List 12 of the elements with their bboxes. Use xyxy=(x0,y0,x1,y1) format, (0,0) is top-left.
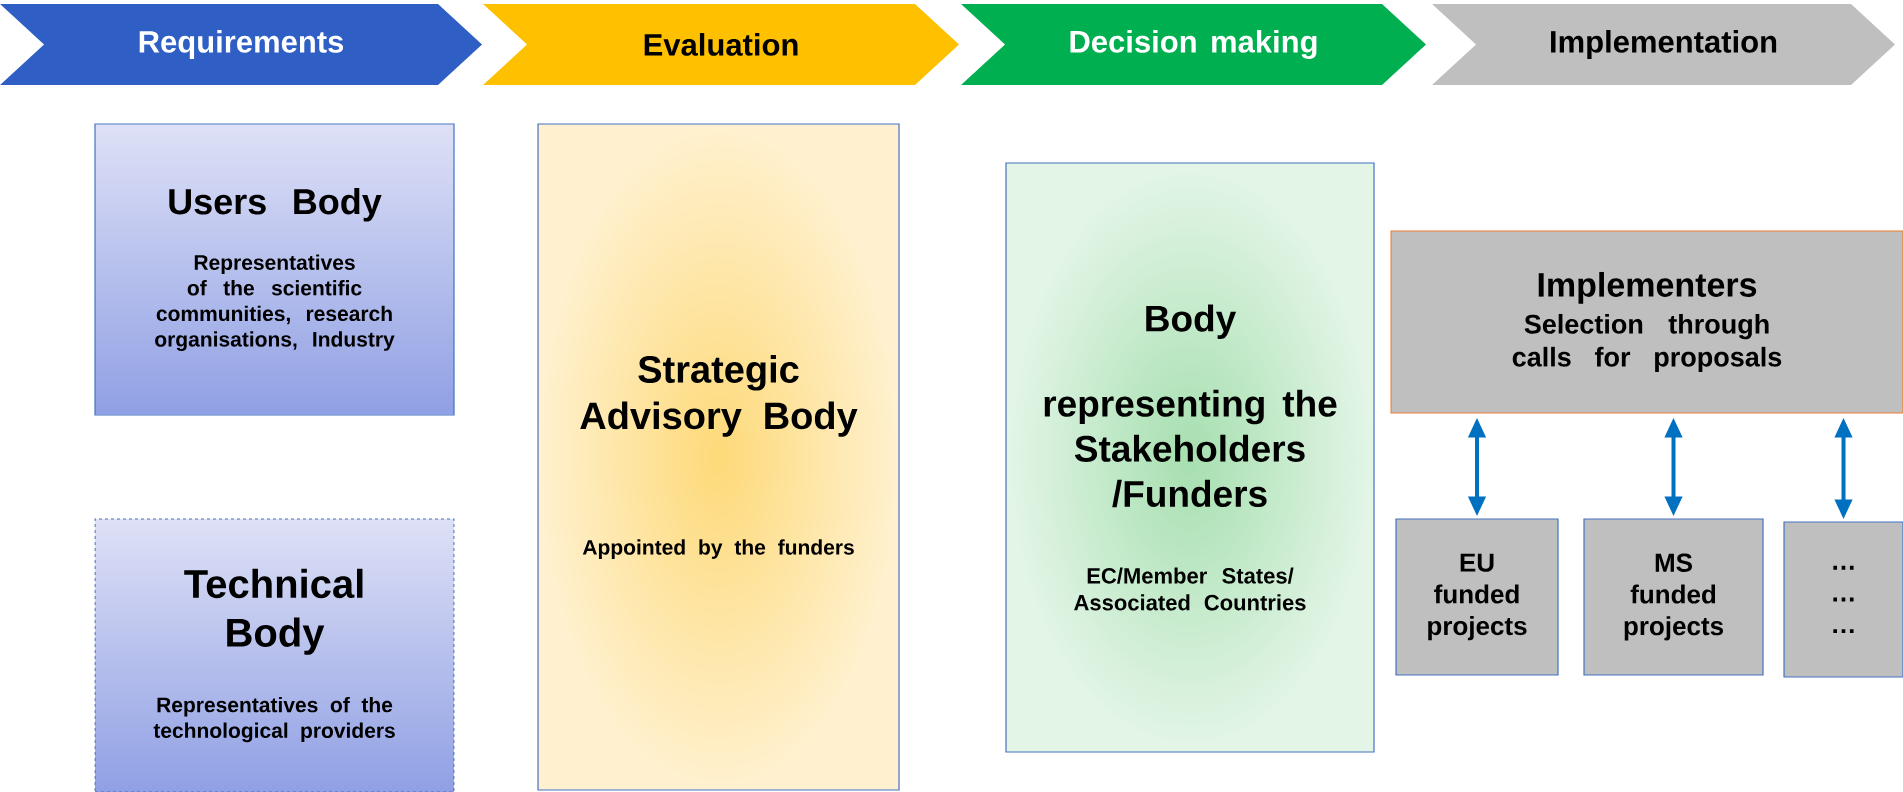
chevron-banner: Decision making xyxy=(961,4,1426,85)
body-box: Technical Body Representatives of the technological providers xyxy=(94,518,455,792)
chevron-banner: Implementation xyxy=(1432,4,1895,85)
project-box: MS funded projects xyxy=(1583,518,1764,676)
implementers-box: Implementers Selection through calls for proposals xyxy=(1390,230,1903,414)
project-box: EU funded projects xyxy=(1395,518,1559,676)
body-box: Strategic Advisory Body Appointed by the funders xyxy=(537,123,900,791)
project-box: … … … xyxy=(1783,521,1903,678)
chevron-banner: Requirements xyxy=(0,4,482,85)
body-box: Body representing the Stakeholders /Funders EC/Member States/ Associated Countries xyxy=(1005,162,1375,753)
body-box: Users Body Representatives of the scientific communities, research organisations, Industry xyxy=(94,123,455,416)
chevron-banner: Evaluation xyxy=(483,4,959,85)
